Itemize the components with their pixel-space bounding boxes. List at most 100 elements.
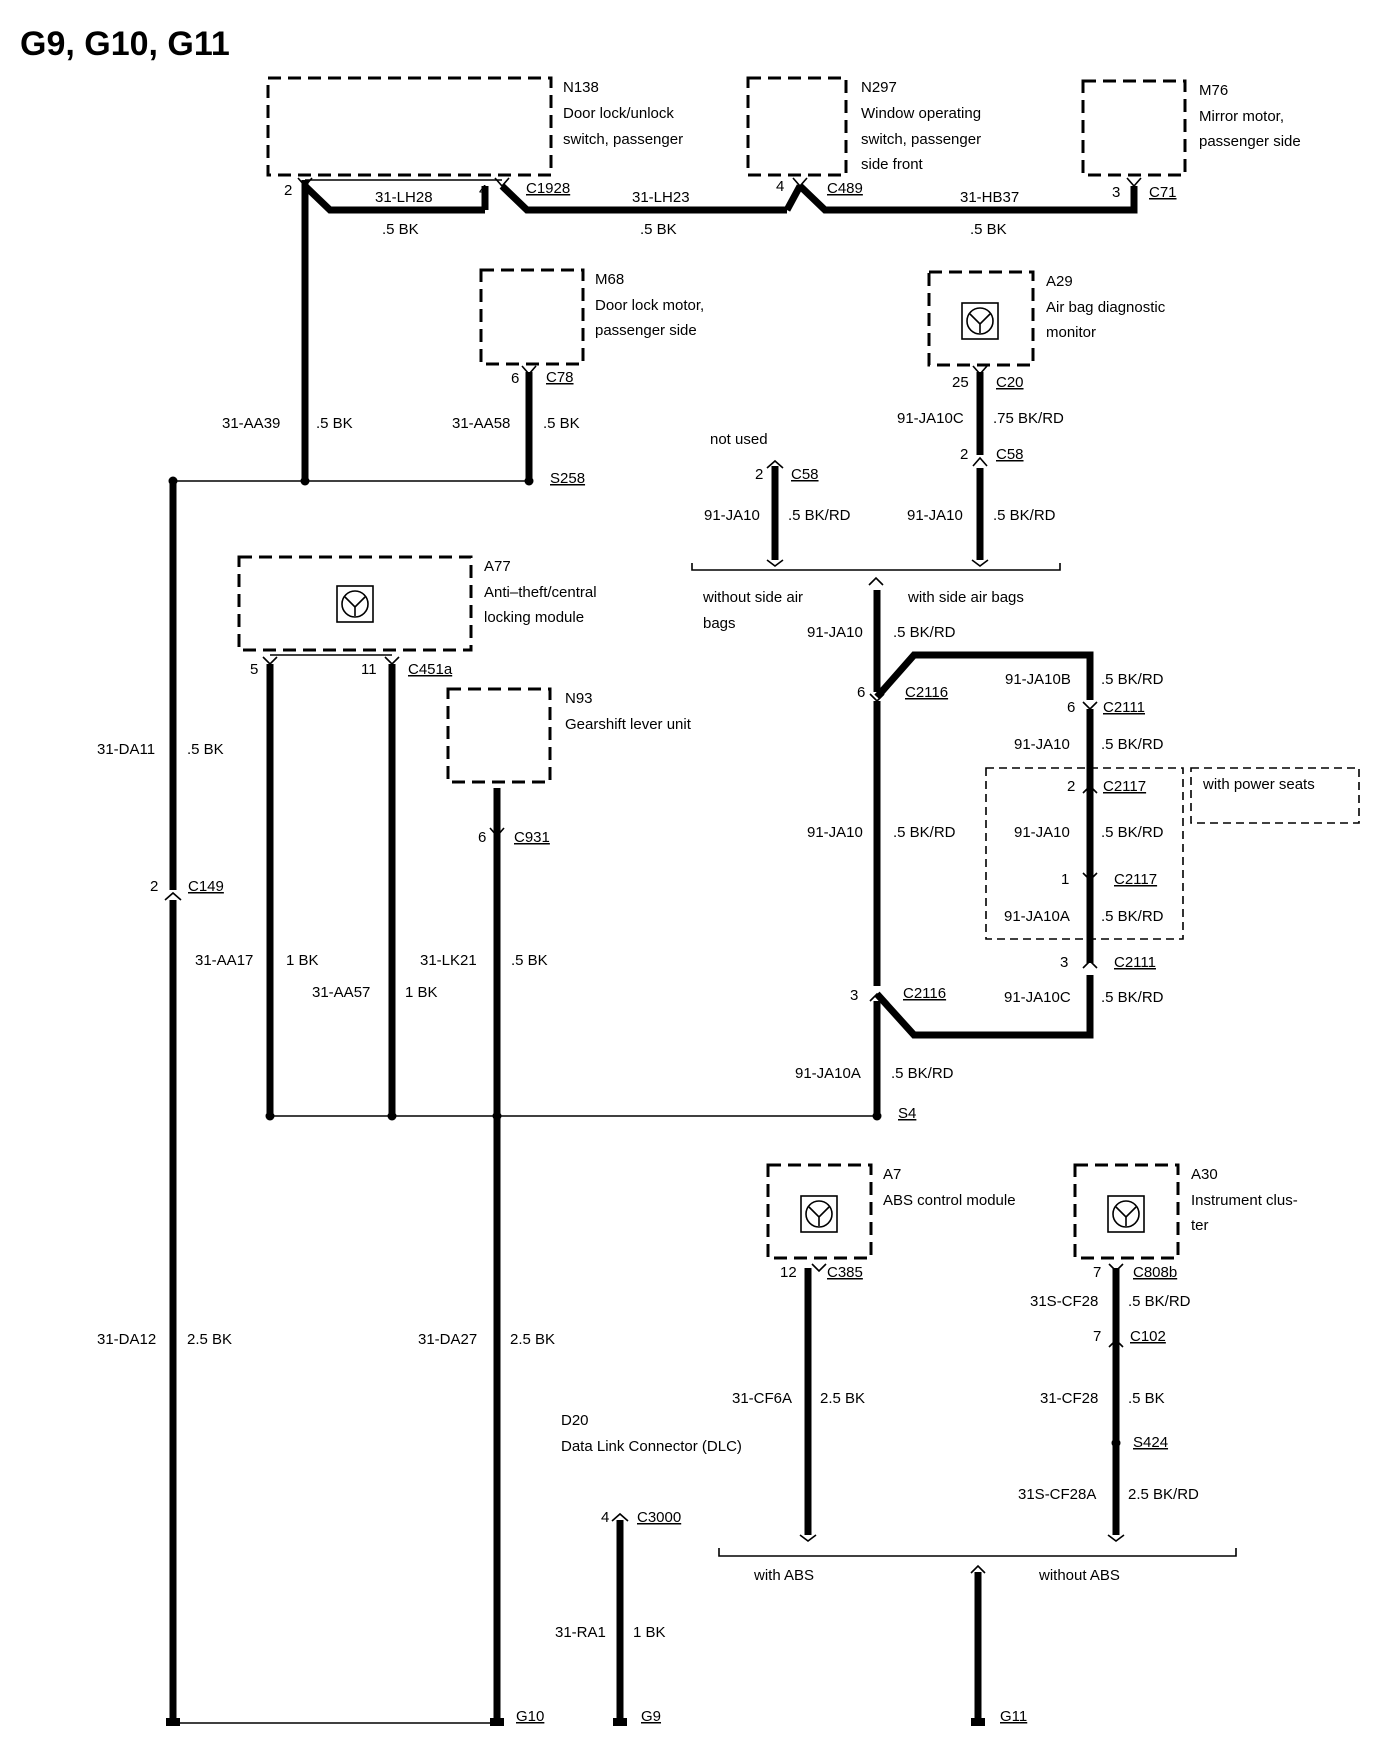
pin-11: 11 bbox=[361, 661, 377, 678]
pin-arrow bbox=[494, 177, 510, 188]
a7-module-icon bbox=[805, 1200, 833, 1228]
a7-box bbox=[766, 1163, 873, 1260]
ground-g11: G11 bbox=[1000, 1708, 1027, 1725]
wire-ja10b bbox=[874, 651, 1094, 700]
wire-spec: .5 BK/RD bbox=[891, 1065, 954, 1082]
wire-label: 31-RA1 bbox=[555, 1624, 606, 1641]
a30-desc-2: ter bbox=[1191, 1217, 1209, 1234]
d20-id: D20 bbox=[561, 1412, 589, 1429]
pin-2: 2 bbox=[150, 878, 158, 895]
wire-spec: 2.5 BK bbox=[820, 1390, 865, 1407]
option-brace bbox=[718, 1548, 1237, 1557]
pin-arrow bbox=[611, 1512, 629, 1522]
pin-2: 2 bbox=[755, 466, 763, 483]
option-brace bbox=[691, 563, 1061, 571]
wire-spec: .5 BK bbox=[511, 952, 548, 969]
pin-arrow bbox=[1082, 784, 1098, 794]
connector-c2117: C2117 bbox=[1114, 871, 1157, 888]
wire-label: 91-JA10 bbox=[807, 624, 863, 641]
n93-desc-1: Gearshift lever unit bbox=[565, 716, 692, 733]
wire-spec: .5 BK/RD bbox=[1101, 824, 1164, 841]
pin-7: 7 bbox=[1093, 1264, 1101, 1281]
wire-end-caps bbox=[766, 559, 989, 567]
wire-label: 31-AA57 bbox=[312, 984, 370, 1001]
pin-2: 2 bbox=[284, 182, 292, 199]
n138-desc-1: Door lock/unlock bbox=[563, 105, 674, 122]
pin-5: 5 bbox=[250, 661, 258, 678]
pin-arrow bbox=[868, 576, 884, 586]
wire-spec: 2.5 BK bbox=[510, 1331, 555, 1348]
splice-dot bbox=[492, 1111, 502, 1121]
m76-box bbox=[1081, 79, 1187, 177]
a7-module-icon bbox=[808, 1206, 830, 1226]
ground-symbol bbox=[490, 1718, 504, 1726]
wire-label: 31S-CF28A bbox=[1018, 1486, 1096, 1503]
connector-c1928: C1928 bbox=[526, 180, 570, 197]
pin-arrow bbox=[262, 656, 400, 666]
splice-s4: S4 bbox=[898, 1105, 916, 1122]
wire-spec: .5 BK/RD bbox=[993, 507, 1056, 524]
wire-label: 31-LH28 bbox=[375, 189, 433, 206]
note-not-used: not used bbox=[710, 431, 768, 448]
wire-spec: 1 BK bbox=[633, 1624, 666, 1641]
wire-spec: .75 BK/RD bbox=[993, 410, 1064, 427]
a30-module-icon bbox=[1112, 1200, 1140, 1228]
wire-label: 31S-CF28 bbox=[1030, 1293, 1098, 1310]
wire-spec: .5 BK/RD bbox=[1101, 736, 1164, 753]
pin-7: 7 bbox=[1093, 1328, 1101, 1345]
splice-dot bbox=[300, 476, 310, 486]
wire-label: 31-DA11 bbox=[97, 741, 155, 758]
wire-label: 91-JA10 bbox=[1014, 736, 1070, 753]
connector-c931: C931 bbox=[514, 829, 550, 846]
wire-label: 31-AA17 bbox=[195, 952, 253, 969]
n138-desc-2: switch, passenger bbox=[563, 131, 683, 148]
connector-c3000: C3000 bbox=[637, 1509, 681, 1526]
wire-label: 91-JA10 bbox=[704, 507, 760, 524]
wire-spec: .5 BK/RD bbox=[893, 824, 956, 841]
wire-spec: .5 BK/RD bbox=[1101, 989, 1164, 1006]
n138-id: N138 bbox=[563, 79, 599, 96]
pin-arrow bbox=[297, 177, 313, 188]
wire-label: 31-LK21 bbox=[420, 952, 477, 969]
wire-hb37 bbox=[797, 183, 1138, 214]
pin-arrow bbox=[792, 177, 808, 188]
wire-label: 91-JA10A bbox=[795, 1065, 861, 1082]
a29-id: A29 bbox=[1046, 273, 1073, 290]
connector-c2111: C2111 bbox=[1103, 699, 1145, 716]
wire-label: 91-JA10B bbox=[1005, 671, 1071, 688]
wire-label: 31-LH23 bbox=[632, 189, 690, 206]
a29-module-icon bbox=[961, 302, 999, 340]
pin-arrow bbox=[970, 1564, 986, 1574]
n93-box bbox=[446, 687, 552, 784]
connector-c489: C489 bbox=[827, 180, 863, 197]
pin-3: 3 bbox=[1060, 954, 1068, 971]
d20-desc-1: Data Link Connector (DLC) bbox=[561, 1438, 742, 1455]
wire-lh23-end bbox=[783, 184, 804, 212]
wire-spec: .5 BK bbox=[382, 221, 419, 238]
a30-desc-1: Instrument clus- bbox=[1191, 1192, 1298, 1209]
wire-spec: 1 BK bbox=[286, 952, 319, 969]
wire-lh23 bbox=[499, 183, 787, 214]
connector-c20: C20 bbox=[996, 374, 1024, 391]
pin-25: 25 bbox=[952, 374, 969, 391]
wire-label: 31-HB37 bbox=[960, 189, 1019, 206]
wire-label: 91-JA10C bbox=[1004, 989, 1071, 1006]
pin-3: 3 bbox=[1112, 184, 1120, 201]
connector-c2117: C2117 bbox=[1103, 778, 1146, 795]
wire-spec: .5 BK/RD bbox=[1101, 671, 1164, 688]
pin-arrow bbox=[1108, 1338, 1124, 1348]
a30-module-icon bbox=[1107, 1195, 1145, 1233]
a29-module-icon bbox=[966, 307, 994, 335]
pin-2: 2 bbox=[1067, 778, 1075, 795]
m76-desc-1: Mirror motor, bbox=[1199, 108, 1284, 125]
a30-box bbox=[1073, 1163, 1180, 1260]
wire-spec: 1 BK bbox=[405, 984, 438, 1001]
ground-symbol bbox=[971, 1718, 985, 1726]
connector-c58: C58 bbox=[791, 466, 819, 483]
m76-id: M76 bbox=[1199, 82, 1228, 99]
m68-box bbox=[479, 268, 585, 366]
a77-module-icon bbox=[344, 596, 366, 616]
connector-c808b: C808b bbox=[1133, 1264, 1177, 1281]
pin-2: 2 bbox=[960, 446, 968, 463]
pin-12: 12 bbox=[780, 1264, 797, 1281]
